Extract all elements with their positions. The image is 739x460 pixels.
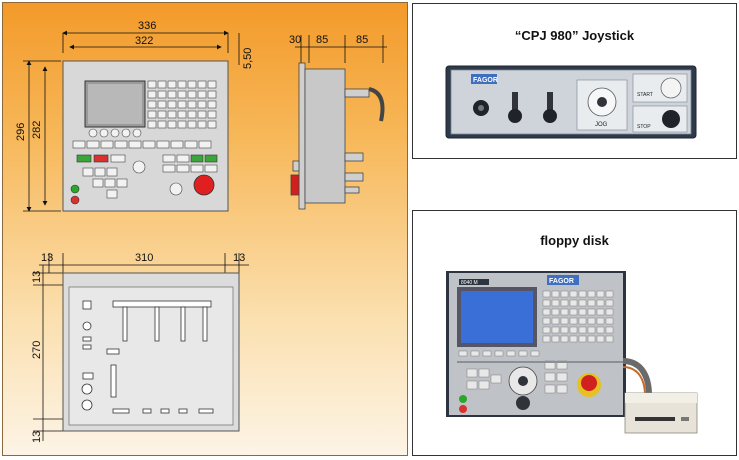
jog-label: JOG bbox=[595, 122, 608, 128]
floppy-photo-box: floppy disk 8040 M FAGOR bbox=[412, 210, 737, 456]
technical-drawing-panel: 336 322 296 282 5,50 bbox=[2, 2, 408, 456]
joystick-brand-label: FAGOR bbox=[473, 77, 498, 84]
floppy-caption: floppy disk bbox=[540, 233, 609, 248]
front-width-outer-label: 336 bbox=[138, 20, 156, 32]
cutout-height-label: 270 bbox=[31, 341, 43, 359]
front-width-inner-label: 322 bbox=[135, 35, 153, 47]
front-view: 336 322 296 282 5,50 bbox=[15, 20, 254, 212]
cutout-view: 13 310 13 13 270 13 bbox=[31, 252, 249, 443]
cutout-width-label: 310 bbox=[135, 252, 153, 264]
floppy-brand-label: FAGOR bbox=[549, 278, 574, 285]
side-dim-a-label: 30 bbox=[289, 34, 301, 46]
front-height-inner-label: 282 bbox=[31, 121, 43, 139]
cutout-margin-right-label: 13 bbox=[233, 252, 245, 264]
side-view: 30 85 85 bbox=[289, 34, 387, 210]
front-height-outer-label: 296 bbox=[15, 123, 27, 141]
side-dim-b-label: 85 bbox=[316, 34, 328, 46]
joystick-panel-image: FAGOR JOG START STOP bbox=[445, 65, 697, 139]
front-offset-label: 5,50 bbox=[242, 48, 254, 69]
cutout-margin-left-label: 13 bbox=[41, 252, 53, 264]
cutout-margin-bottom-label: 13 bbox=[31, 431, 43, 443]
joystick-caption: “CPJ 980” Joystick bbox=[514, 28, 635, 43]
joystick-photo-box: “CPJ 980” Joystick FAGOR JOG START STOP bbox=[412, 3, 737, 159]
start-label: START bbox=[637, 92, 653, 98]
dimension-drawing: 336 322 296 282 5,50 bbox=[15, 20, 387, 443]
floppy-cnc-image: 8040 M FAGOR bbox=[446, 271, 698, 434]
model-label: 8040 M bbox=[461, 280, 478, 286]
cutout-margin-top-label: 13 bbox=[31, 271, 43, 283]
stop-label: STOP bbox=[637, 124, 651, 130]
side-dim-c-label: 85 bbox=[356, 34, 368, 46]
